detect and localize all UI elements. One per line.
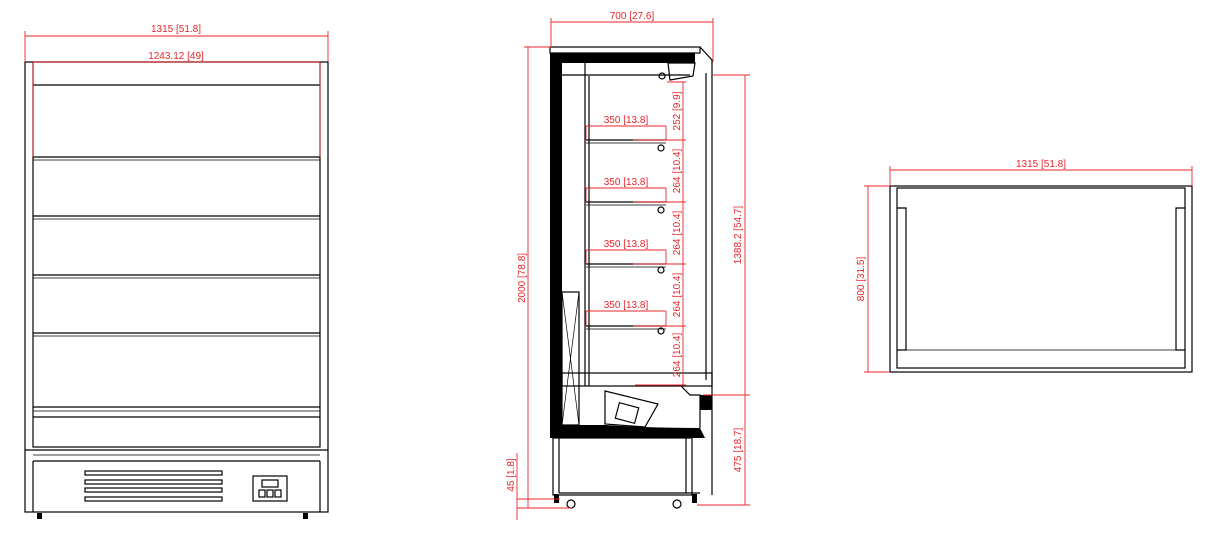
svg-text:264 [10.4]: 264 [10.4] [672, 333, 683, 378]
front-shelves [33, 156, 320, 418]
vent-grille-icon [84, 470, 223, 502]
svg-text:1315 [51.8]: 1315 [51.8] [1016, 159, 1066, 170]
dimension-top-depth: 800 [31.5] [856, 185, 890, 373]
front-view: 1315 [51.8] 1243.12 [49] [24, 24, 329, 519]
svg-text:1388.2 [54.7]: 1388.2 [54.7] [733, 206, 744, 265]
dimension-shelf-spacings: 252 [9.9] 264 [10.4] 264 [10.4] 264 [10.… [633, 81, 686, 386]
svg-text:2000 [78.8]: 2000 [78.8] [517, 253, 528, 303]
svg-text:800 [31.5]: 800 [31.5] [856, 257, 867, 302]
control-panel-icon [252, 475, 288, 502]
side-view: 700 [27.6] 2000 [78.8] 1388.2 [54.7] 475… [506, 11, 750, 520]
svg-text:252 [9.9]: 252 [9.9] [672, 91, 683, 130]
dimension-base-height: 475 [18.7] [697, 395, 750, 506]
dimension-top-width: 1315 [51.8] [889, 159, 1193, 186]
svg-text:264 [10.4]: 264 [10.4] [672, 211, 683, 256]
dimension-height: 2000 [78.8] [517, 46, 551, 508]
dimension-shelf-depths: 350 [13.8] 350 [13.8] 350 [13.8] 350 [13… [585, 115, 667, 326]
svg-text:700 [27.6]: 700 [27.6] [610, 11, 655, 22]
svg-text:264 [10.4]: 264 [10.4] [672, 273, 683, 318]
svg-text:350 [13.8]: 350 [13.8] [604, 115, 649, 126]
dimension-overall-width: 1315 [51.8] [24, 24, 329, 62]
svg-text:45 [1.8]: 45 [1.8] [506, 458, 517, 492]
dimension-display-height: 1388.2 [54.7] [703, 74, 750, 396]
dimension-foot-height: 45 [1.8] [506, 453, 572, 520]
svg-text:350 [13.8]: 350 [13.8] [604, 300, 649, 311]
svg-text:264 [10.4]: 264 [10.4] [672, 149, 683, 194]
dimension-depth: 700 [27.6] [550, 11, 714, 62]
dimension-inner-width: 1243.12 [49] [32, 51, 321, 157]
svg-text:1243.12 [49]: 1243.12 [49] [148, 51, 204, 62]
svg-text:350 [13.8]: 350 [13.8] [604, 177, 649, 188]
svg-text:1315 [51.8]: 1315 [51.8] [151, 24, 201, 35]
svg-text:475 [18.7]: 475 [18.7] [733, 428, 744, 473]
svg-text:350 [13.8]: 350 [13.8] [604, 239, 649, 250]
top-view: 1315 [51.8] 800 [31.5] [856, 159, 1193, 373]
